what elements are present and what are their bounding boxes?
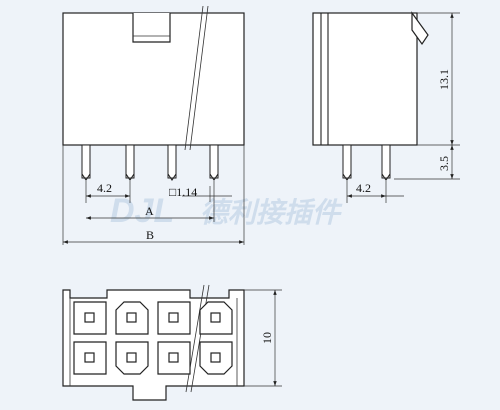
terminal-bottom-3 (168, 352, 179, 363)
terminal-bottom-1 (84, 352, 95, 363)
side-latch (411, 11, 429, 46)
pin-tip-4 (209, 173, 219, 181)
dim-pitch-side-label: 4.2 (356, 181, 371, 195)
terminal-top-2 (126, 312, 137, 323)
terminal-bottom-4 (210, 352, 221, 363)
dim-pin-size-label: □1.14 (169, 185, 197, 199)
side-body (312, 12, 418, 146)
terminal-top-3 (168, 312, 179, 323)
front-latch (132, 13, 171, 43)
front-pin-3 (167, 144, 177, 179)
terminal-top-1 (84, 312, 95, 323)
front-pin-1 (81, 144, 91, 179)
dim-height-pin-label: 3.5 (437, 156, 451, 171)
terminal-top-4 (210, 312, 221, 323)
side-pin-2 (381, 144, 391, 179)
break-line-right (189, 5, 209, 151)
pin-tip-3 (167, 173, 177, 181)
bottom-view: 10 (62, 284, 282, 401)
dim-pitch-front-label: 4.2 (97, 181, 112, 195)
dim-a-label: A (145, 204, 154, 218)
side-pin-tip-1 (342, 173, 352, 181)
watermark: DJL 德利接插件 (110, 192, 343, 230)
side-pin-1 (342, 144, 352, 179)
watermark-text: 德利接插件 (200, 196, 343, 229)
side-view: 4.2 13.1 3.5 (312, 11, 460, 203)
front-pin-4 (209, 144, 219, 179)
front-view: 4.2 □1.14 A B (62, 5, 245, 245)
dim-b-label: B (146, 228, 154, 242)
bottom-break-right (190, 284, 210, 393)
side-pin-tip-2 (381, 173, 391, 181)
break-line-left (184, 5, 204, 151)
pin-tip-2 (125, 173, 135, 181)
watermark-brand: DJL (110, 192, 174, 230)
dim-bottom-height-label: 10 (260, 332, 274, 344)
dim-height-body-label: 13.1 (437, 69, 451, 90)
terminal-bottom-2 (126, 352, 137, 363)
front-pin-2 (125, 144, 135, 179)
pin-tip-1 (81, 173, 91, 181)
